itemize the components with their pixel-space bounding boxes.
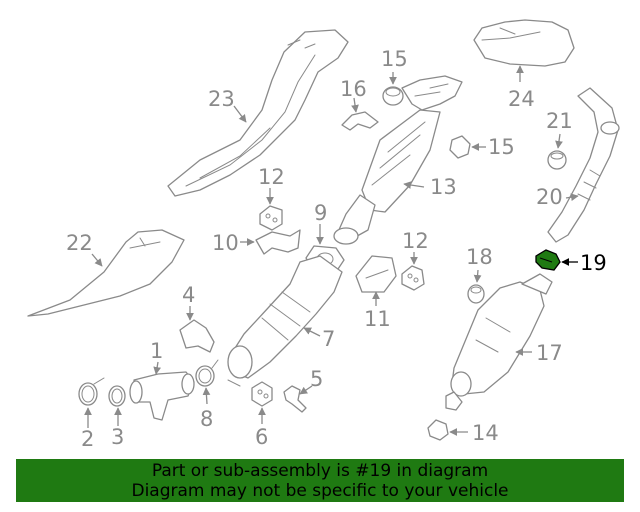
part-15-isolator-top: 15 — [381, 47, 408, 106]
part-15-isolator-right: 15 — [449, 135, 515, 159]
part-10-bracket: 10 — [212, 229, 301, 255]
part-2-clamp: 2 — [78, 377, 105, 451]
callout-20: 20 — [536, 185, 563, 209]
part-23-heat-shield: 23 — [167, 29, 349, 197]
callout-6: 6 — [255, 425, 268, 449]
part-6-isolator: 6 — [251, 381, 273, 449]
callout-4: 4 — [182, 283, 195, 307]
info-banner: Part or sub-assembly is #19 in diagram D… — [16, 459, 624, 502]
callout-5: 5 — [310, 367, 323, 391]
part-3-gasket: 3 — [108, 385, 126, 449]
callout-16: 16 — [340, 77, 367, 101]
callout-2: 2 — [81, 427, 94, 451]
callout-7: 7 — [322, 327, 335, 351]
part-11-heat-shield: 11 — [355, 255, 397, 331]
part-21-isolator: 21 — [546, 109, 573, 170]
part-17-muffler: 17 — [445, 273, 563, 411]
part-22-heat-shield: 22 — [27, 229, 185, 317]
part-4-bracket: 4 — [179, 283, 215, 353]
callout-12-right: 12 — [402, 229, 429, 253]
part-19-clamp-highlighted: 19 — [535, 249, 607, 275]
part-12-isolator-left: 12 — [258, 165, 285, 231]
callout-17: 17 — [536, 341, 563, 365]
callout-8: 8 — [200, 407, 213, 431]
callout-18: 18 — [466, 245, 493, 269]
part-12-isolator-right: 12 — [401, 229, 429, 291]
callout-10: 10 — [212, 231, 239, 255]
callout-21: 21 — [546, 109, 573, 133]
part-7-converter: 7 — [227, 255, 343, 387]
part-1-front-pipe: 1 — [129, 339, 195, 421]
part-5-hanger: 5 — [283, 367, 323, 413]
callout-15-top: 15 — [381, 47, 408, 71]
callout-22: 22 — [66, 231, 93, 255]
callout-12-left: 12 — [258, 165, 285, 189]
banner-line-2: Diagram may not be specific to your vehi… — [131, 481, 509, 501]
callout-23: 23 — [208, 87, 235, 111]
part-16-bracket: 16 — [340, 77, 379, 131]
part-8-clamp: 8 — [195, 359, 219, 431]
part-14-isolator: 14 — [427, 419, 499, 445]
part-24-heat-shield: 24 — [473, 19, 575, 111]
callout-15-right: 15 — [488, 135, 515, 159]
callout-1: 1 — [150, 339, 163, 363]
callout-14: 14 — [472, 421, 499, 445]
callout-19: 19 — [580, 251, 607, 275]
callout-24: 24 — [508, 87, 535, 111]
callout-13: 13 — [430, 175, 457, 199]
banner-line-1: Part or sub-assembly is #19 in diagram — [151, 461, 489, 481]
callout-3: 3 — [111, 425, 124, 449]
part-18-isolator: 18 — [466, 245, 493, 304]
callout-11: 11 — [364, 307, 391, 331]
part-20-tailpipe: 20 — [536, 87, 620, 243]
callout-9: 9 — [314, 201, 327, 225]
part-13-converter: 13 — [333, 75, 463, 245]
